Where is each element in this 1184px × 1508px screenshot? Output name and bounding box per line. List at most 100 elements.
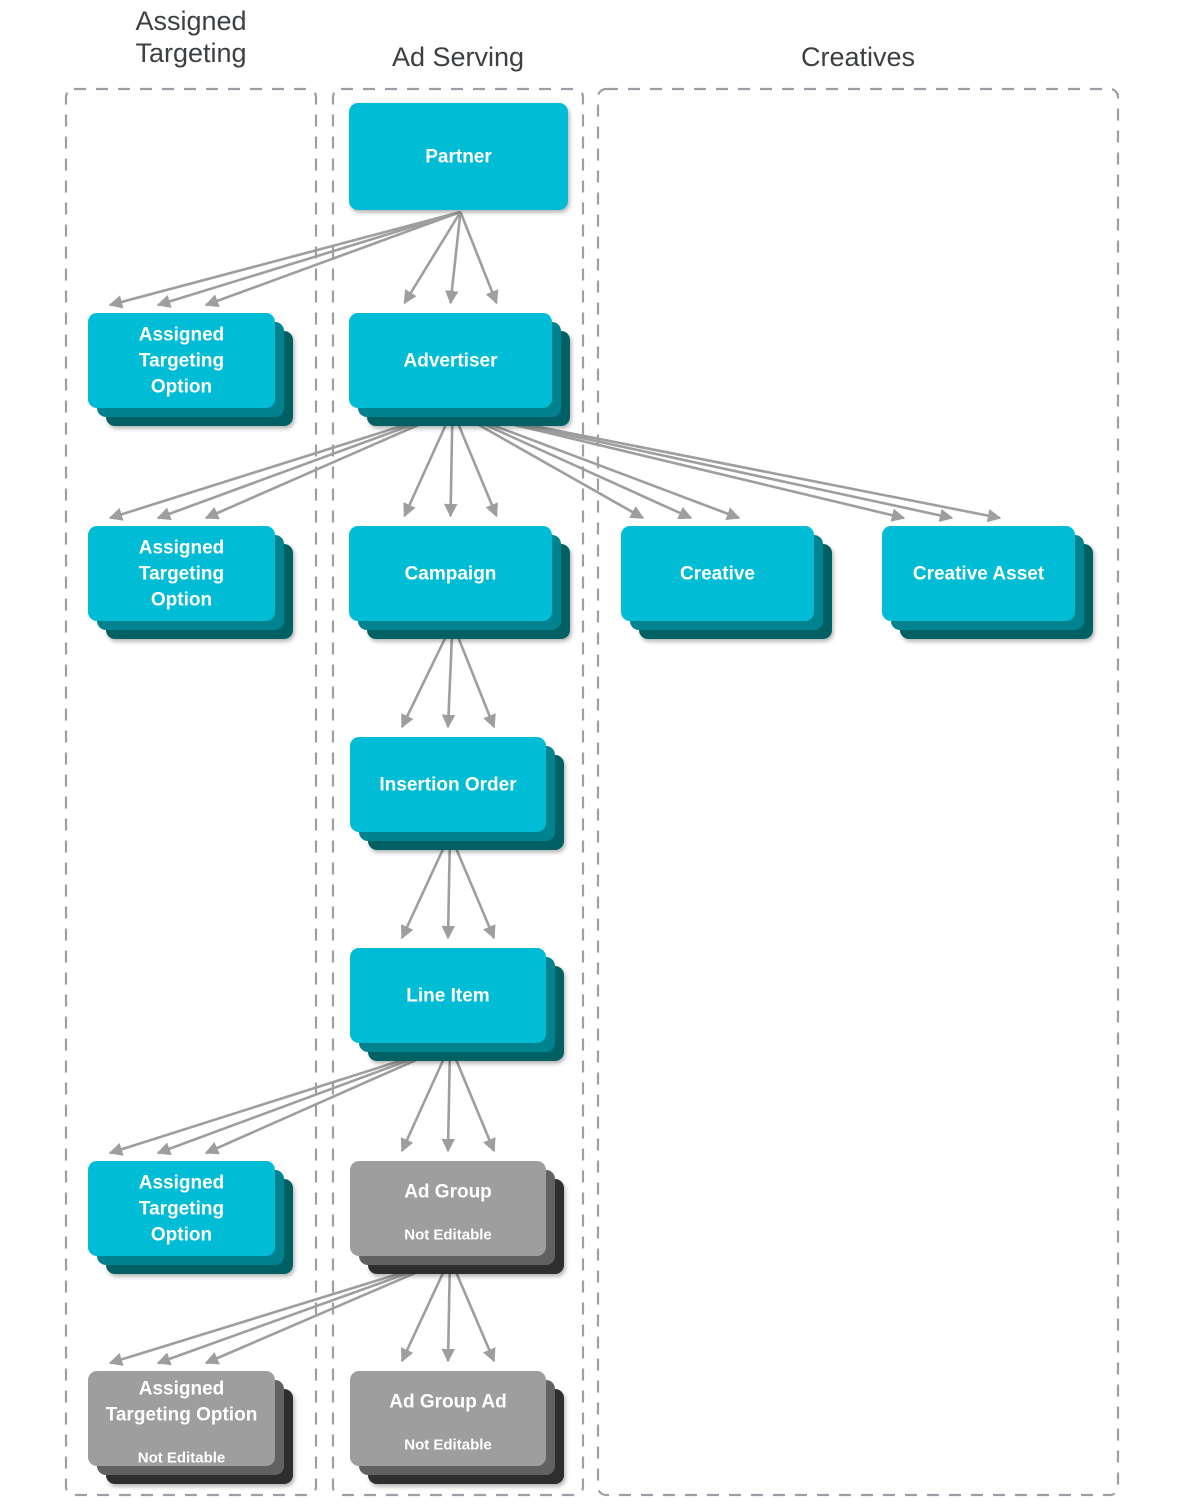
node-face[interactable]	[621, 526, 814, 621]
node-label: Creative	[680, 564, 755, 585]
node-label: Option	[151, 377, 212, 398]
node-label: Ad Group Ad	[389, 1392, 507, 1413]
edge-arrow	[443, 409, 458, 518]
column-lanes	[64, 87, 1120, 1497]
nodes-layer: PartnerAssignedTargetingOptionAdvertiser…	[88, 103, 1093, 1484]
column-title-line: Creatives	[801, 42, 915, 72]
node-insertion-order[interactable]: Insertion Order	[350, 737, 564, 850]
edge-arrow	[452, 408, 741, 521]
node-face[interactable]	[88, 1161, 275, 1256]
edge-arrow	[400, 622, 454, 729]
node-creative[interactable]: Creative	[621, 526, 832, 639]
edge-arrow	[451, 408, 693, 520]
column-title-creatives: Creatives	[801, 42, 915, 72]
node-face[interactable]	[349, 103, 568, 210]
edge-partner-to-assigned-targeting-option-partner	[108, 210, 461, 309]
node-face[interactable]	[350, 1161, 546, 1256]
column-lane-creatives	[596, 87, 1120, 1497]
node-face[interactable]	[88, 313, 275, 408]
node-face[interactable]	[882, 526, 1075, 621]
edge-arrow	[156, 408, 453, 521]
node-creative-asset[interactable]: Creative Asset	[882, 526, 1093, 639]
node-label: Ad Group	[404, 1182, 492, 1203]
edge-arrow	[448, 1257, 496, 1363]
node-face[interactable]	[350, 737, 546, 832]
edge-partner-to-advertiser	[403, 211, 499, 305]
node-label: Targeting	[139, 1199, 224, 1220]
edge-advertiser-to-campaign	[403, 409, 499, 518]
edge-arrow	[441, 1044, 455, 1153]
edge-arrow	[108, 210, 461, 309]
column-title-line: Assigned	[135, 6, 246, 36]
edge-arrow	[108, 1043, 451, 1156]
node-label: Assigned	[139, 1379, 225, 1400]
node-label: Targeting	[139, 351, 224, 372]
edge-line-item-to-assigned-targeting-option-line-item	[108, 1043, 451, 1156]
edge-arrow	[451, 622, 496, 729]
edge-arrow	[400, 833, 452, 940]
edge-arrow	[156, 210, 461, 308]
node-label: Option	[151, 590, 212, 611]
node-line-item[interactable]: Line Item	[350, 948, 564, 1061]
edge-arrow	[452, 408, 954, 523]
node-partner[interactable]: Partner	[349, 103, 568, 210]
node-label: Assigned	[139, 1173, 225, 1194]
edge-arrow	[448, 833, 496, 940]
edge-arrow	[452, 408, 1002, 523]
node-label: Targeting Option	[106, 1405, 258, 1426]
node-label: Targeting	[139, 564, 224, 585]
edge-arrow	[204, 210, 461, 308]
edge-advertiser-to-assigned-targeting-option-advertiser	[108, 408, 454, 521]
node-label: Option	[151, 1225, 212, 1246]
node-face[interactable]	[350, 948, 546, 1043]
node-campaign[interactable]: Campaign	[349, 526, 570, 639]
edge-advertiser-to-creative	[451, 408, 741, 521]
edges-layer	[108, 210, 1002, 1366]
node-face[interactable]	[349, 313, 552, 408]
node-label: Creative Asset	[913, 564, 1045, 585]
node-advertiser[interactable]: Advertiser	[349, 313, 570, 426]
node-face[interactable]	[349, 526, 552, 621]
edge-arrow	[156, 1043, 451, 1156]
node-not-editable-label: Not Editable	[138, 1450, 226, 1467]
edge-arrow	[204, 1043, 451, 1155]
edge-campaign-to-insertion-order	[400, 622, 496, 729]
edge-arrow	[156, 1256, 451, 1366]
node-label: Partner	[425, 147, 492, 168]
node-label: Assigned	[139, 538, 225, 559]
node-face[interactable]	[350, 1371, 546, 1466]
edge-arrow	[403, 211, 462, 305]
edge-arrow	[204, 408, 454, 520]
column-title-ad-serving: Ad Serving	[392, 42, 524, 72]
edge-line-item-to-ad-group	[400, 1044, 496, 1153]
column-title-line: Ad Serving	[392, 42, 524, 72]
node-face[interactable]	[88, 526, 275, 621]
edge-arrow	[108, 1256, 451, 1366]
edge-arrow	[452, 408, 906, 522]
node-face[interactable]	[88, 1371, 275, 1466]
edge-insertion-order-to-line-item	[400, 833, 496, 940]
edge-arrow	[445, 211, 462, 305]
column-title-line: Targeting	[135, 38, 246, 68]
edge-arrow	[448, 1044, 496, 1153]
node-label: Advertiser	[404, 351, 499, 372]
node-label: Campaign	[405, 564, 497, 585]
column-lane-ad-serving	[331, 87, 585, 1497]
edge-arrow	[451, 409, 499, 518]
edge-advertiser-to-creative-asset	[452, 408, 1002, 523]
edge-arrow	[459, 211, 499, 305]
edge-arrow	[400, 1044, 452, 1153]
edge-arrow	[441, 622, 456, 729]
node-label: Assigned	[139, 325, 225, 346]
node-label: Line Item	[406, 986, 489, 1007]
edge-arrow	[400, 1257, 452, 1363]
